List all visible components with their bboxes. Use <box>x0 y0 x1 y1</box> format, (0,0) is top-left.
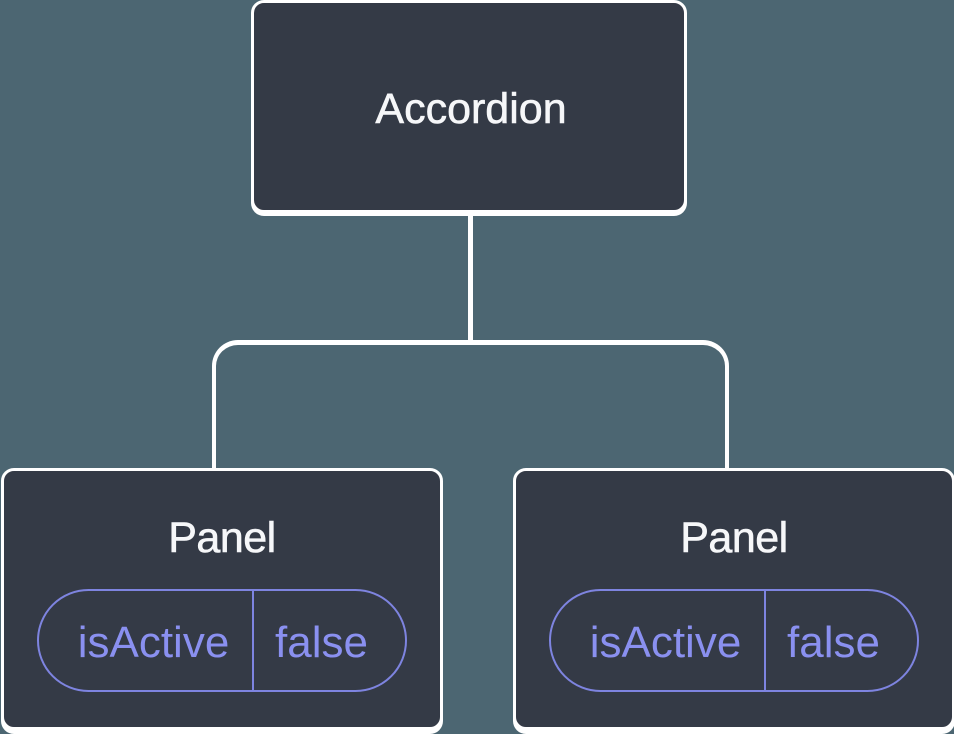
connector-branch-lines <box>211 340 730 469</box>
accordion-node-label: Accordion <box>375 85 567 134</box>
panel-2-state-pill: isActive false <box>549 589 919 692</box>
panel-1-state-value: false <box>275 617 368 667</box>
panel-2-state-value: false <box>787 617 880 667</box>
panel-2-state-name-cell: isActive <box>551 591 764 690</box>
panel-2-label: Panel <box>680 514 789 563</box>
panel-1-pill-divider <box>252 591 254 690</box>
connector-stem-line <box>468 214 473 345</box>
accordion-node: Accordion <box>251 0 687 213</box>
panel-2-state-name: isActive <box>589 617 742 667</box>
panel-1-state-name-cell: isActive <box>39 591 252 690</box>
panel-node-1: Panel isActive false <box>1 468 443 730</box>
panel-1-state-pill: isActive false <box>37 589 407 692</box>
panel-1-state-value-cell: false <box>254 591 405 690</box>
panel-node-2: Panel isActive false <box>513 468 954 730</box>
panel-2-pill-divider <box>764 591 766 690</box>
panel-1-label: Panel <box>168 514 277 563</box>
panel-1-state-name: isActive <box>77 617 230 667</box>
panel-2-state-value-cell: false <box>766 591 917 690</box>
